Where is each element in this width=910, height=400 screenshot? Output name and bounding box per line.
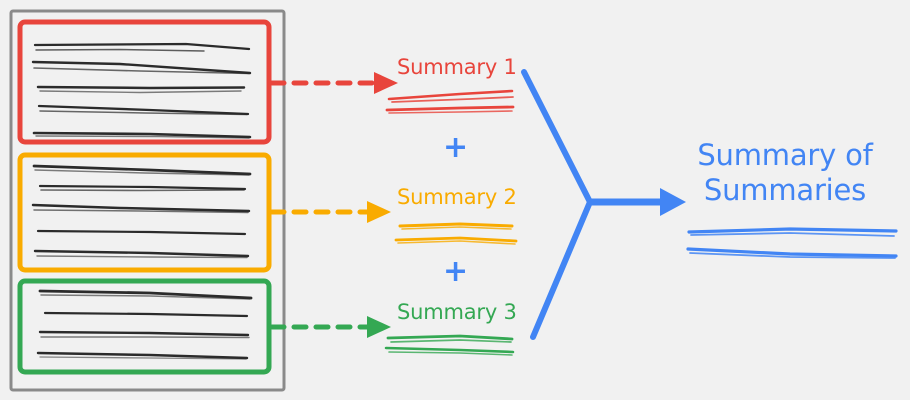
summary-1-label: Summary 1	[397, 55, 517, 79]
summary-2-label: Summary 2	[397, 185, 517, 209]
chunk-3-text-lines	[36, 289, 253, 360]
final-summary-label: Summary of Summaries	[660, 138, 910, 209]
final-summary-lines	[686, 227, 898, 259]
dashed-arrow-yellow	[269, 201, 391, 223]
summary-3-label: Summary 3	[397, 300, 517, 324]
document-chunk-1[interactable]	[17, 19, 272, 145]
dashed-arrow-red	[269, 72, 398, 94]
chunk-1-text-lines	[31, 42, 252, 139]
document-chunk-3[interactable]	[17, 278, 272, 375]
document-chunk-2[interactable]	[17, 152, 272, 273]
dashed-arrow-green	[269, 316, 391, 338]
chunk-3-border	[17, 278, 272, 375]
summary-1-lines	[385, 89, 515, 114]
summary-3-lines	[384, 334, 515, 356]
plus-operator-2: +	[443, 254, 469, 289]
merge-arrowhead	[660, 188, 686, 216]
source-document-frame	[9, 9, 286, 392]
chunk-2-border	[17, 152, 272, 273]
final-summary-line-1: Summary of	[697, 138, 873, 172]
chunk-2-text-lines	[31, 164, 252, 259]
plus-operator-1: +	[443, 130, 469, 165]
chunk-1-border	[17, 19, 272, 145]
merge-connector	[521, 69, 686, 340]
summary-2-lines	[394, 222, 518, 245]
final-summary-line-2: Summaries	[703, 173, 867, 208]
